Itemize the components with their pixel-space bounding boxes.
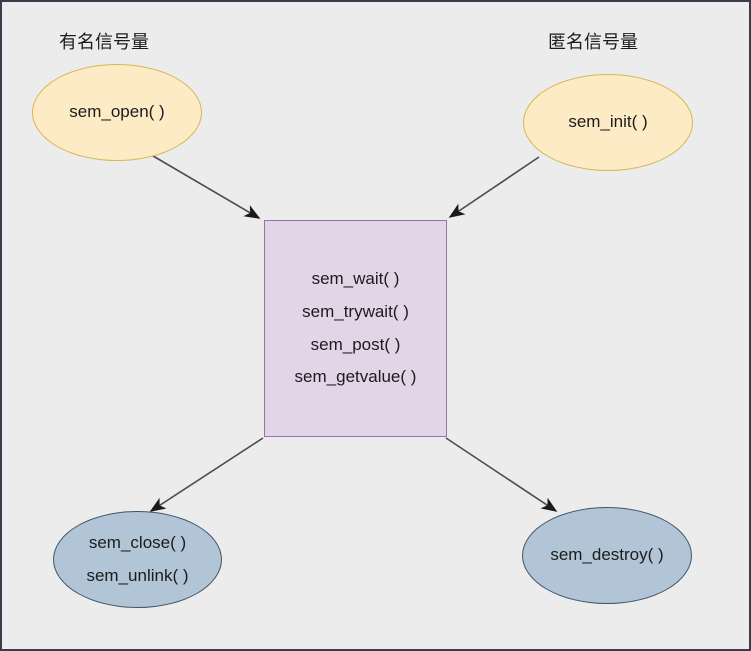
operation-sem-getvalue: sem_getvalue( ) (294, 367, 417, 387)
edge-sem-init-to-operations (448, 156, 540, 218)
node-sem-open-label: sem_open( ) (69, 102, 165, 122)
edge-operations-to-cleanup-named (149, 437, 264, 512)
node-sem-init-label: sem_init( ) (568, 112, 648, 132)
operation-sem-post: sem_post( ) (310, 334, 401, 354)
node-sem-close-label: sem_close( ) (88, 532, 187, 552)
edge-sem-open-to-operations (147, 152, 261, 219)
node-sem-destroy-label: sem_destroy( ) (550, 545, 664, 565)
operation-sem-trywait: sem_trywait( ) (302, 301, 409, 321)
node-sem-destroy[interactable]: sem_destroy( ) (522, 507, 692, 604)
caption-named-semaphore: 有名信号量 (59, 32, 149, 52)
node-operations-box[interactable]: sem_wait( ) sem_trywait( ) sem_post( ) s… (264, 220, 447, 437)
edge-operations-to-sem-destroy (445, 437, 558, 512)
node-sem-open[interactable]: sem_open( ) (32, 64, 202, 161)
operation-sem-wait: sem_wait( ) (311, 269, 400, 289)
caption-anonymous-semaphore: 匿名信号量 (548, 32, 638, 52)
node-sem-init[interactable]: sem_init( ) (523, 74, 693, 171)
node-cleanup-named[interactable]: sem_close( ) sem_unlink( ) (53, 511, 222, 608)
node-sem-unlink-label: sem_unlink( ) (86, 565, 189, 585)
